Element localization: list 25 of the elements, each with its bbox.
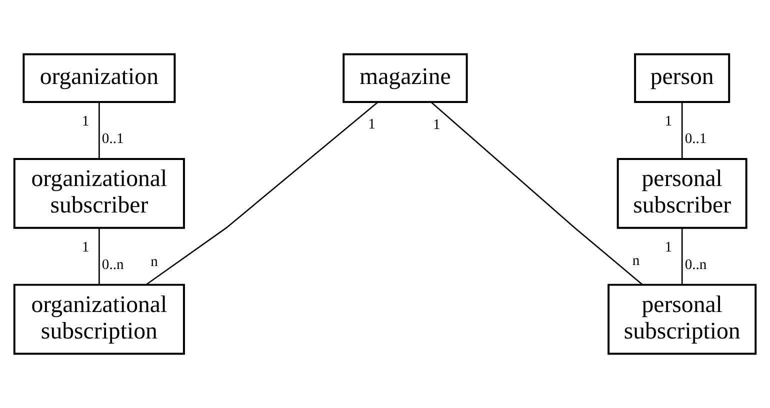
node-box: organization bbox=[22, 53, 176, 103]
connector bbox=[98, 228, 100, 285]
node-box: magazine bbox=[342, 53, 468, 103]
connector bbox=[681, 228, 683, 285]
label: 1 bbox=[664, 114, 672, 130]
label: n bbox=[150, 254, 158, 270]
label: 1 bbox=[82, 240, 90, 256]
label: 1 bbox=[82, 114, 90, 130]
node-box: personal subscription bbox=[608, 284, 757, 355]
node-box: personal subscriber bbox=[616, 158, 748, 229]
label: 1 bbox=[368, 116, 376, 133]
label: 0..1 bbox=[684, 130, 707, 147]
label: 0..1 bbox=[102, 130, 124, 147]
node-box: organizational subscription bbox=[13, 284, 185, 355]
label: 0..n bbox=[684, 256, 707, 273]
label: 0..n bbox=[102, 256, 124, 273]
connector bbox=[681, 102, 683, 159]
label: 1 bbox=[433, 116, 440, 133]
label: 1 bbox=[664, 240, 672, 256]
node-box: person bbox=[634, 53, 730, 103]
node-box: organizational subscriber bbox=[13, 158, 185, 229]
connector bbox=[430, 102, 643, 285]
connector bbox=[146, 102, 378, 286]
label: n bbox=[632, 253, 640, 270]
connector bbox=[98, 102, 100, 159]
